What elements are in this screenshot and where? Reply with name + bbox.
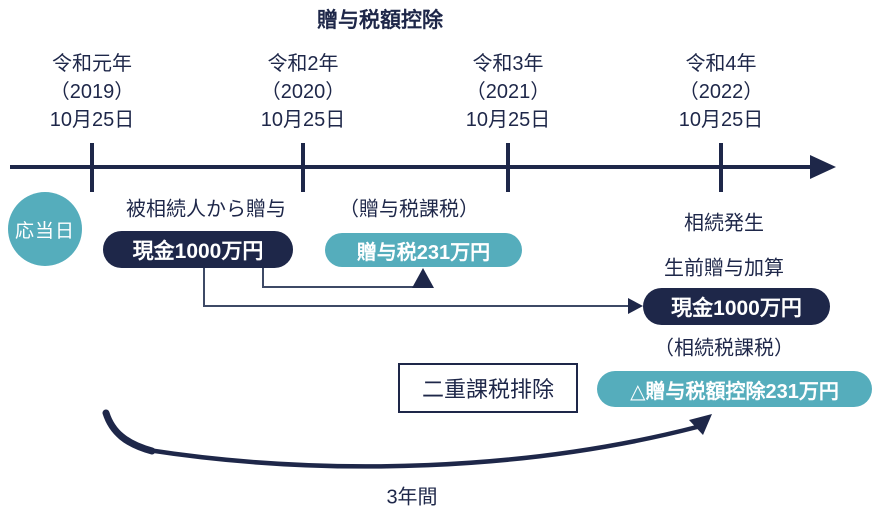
date-era: 令和3年: [472, 53, 544, 75]
connector-gift-to-gifttax: [262, 268, 423, 288]
period-arc-start: [102, 409, 156, 455]
date-era: 令和元年: [52, 53, 132, 75]
gift-amount-pill: 現金1000万円: [103, 231, 293, 268]
addback-label: 生前贈与加算: [664, 257, 784, 280]
period-arrowhead-icon: [689, 414, 712, 435]
date-year: （2020）: [260, 81, 346, 103]
date-day: 10月25日: [465, 109, 551, 131]
gift-tax-text: 贈与税231万円: [356, 241, 491, 264]
period-label: 3年間: [386, 486, 438, 509]
gift-amount-text: 現金1000万円: [132, 239, 264, 263]
timeline-arrowhead-icon: [810, 155, 836, 179]
gift-event-label: 被相続人から贈与: [126, 198, 286, 221]
date-day: 10月25日: [260, 109, 346, 131]
gifttax-arrowhead-icon: [412, 268, 434, 288]
inheritance-tax-label: （相続税課税）: [654, 337, 794, 360]
gift-tax-credit-text: △贈与税額控除231万円: [630, 380, 839, 403]
date-era: 令和4年: [685, 53, 757, 75]
timeline-date-2022: 令和4年 （2022） 10月25日: [636, 50, 806, 134]
double-taxation-box: 二重課税排除: [398, 363, 578, 413]
inheritance-event-label: 相続発生: [684, 212, 764, 235]
timeline-date-2020: 令和2年 （2020） 10月25日: [218, 50, 388, 134]
gift-tax-label: （贈与税課税）: [339, 198, 479, 221]
addback-amount-pill: 現金1000万円: [643, 288, 830, 325]
double-taxation-text: 二重課税排除: [421, 377, 554, 402]
addback-arrowhead-icon: [628, 298, 643, 314]
date-day: 10月25日: [678, 109, 764, 131]
date-day: 10月25日: [49, 109, 135, 131]
page-title: 贈与税額控除: [317, 9, 443, 32]
date-year: （2021）: [465, 81, 551, 103]
date-year: （2022）: [678, 81, 764, 103]
date-year: （2019）: [49, 81, 135, 103]
gift-tax-pill: 贈与税231万円: [325, 233, 522, 267]
gift-tax-credit-pill: △贈与税額控除231万円: [597, 371, 872, 407]
timeline-date-2021: 令和3年 （2021） 10月25日: [423, 50, 593, 134]
date-era: 令和2年: [267, 53, 339, 75]
period-arc: [147, 424, 698, 469]
timeline-date-2019: 令和元年 （2019） 10月25日: [7, 50, 177, 134]
corresponding-day-badge: 応当日: [8, 192, 82, 266]
addback-amount-text: 現金1000万円: [671, 296, 802, 320]
badge-label: 応当日: [14, 220, 75, 242]
connector-gift-to-addback: [203, 268, 628, 307]
